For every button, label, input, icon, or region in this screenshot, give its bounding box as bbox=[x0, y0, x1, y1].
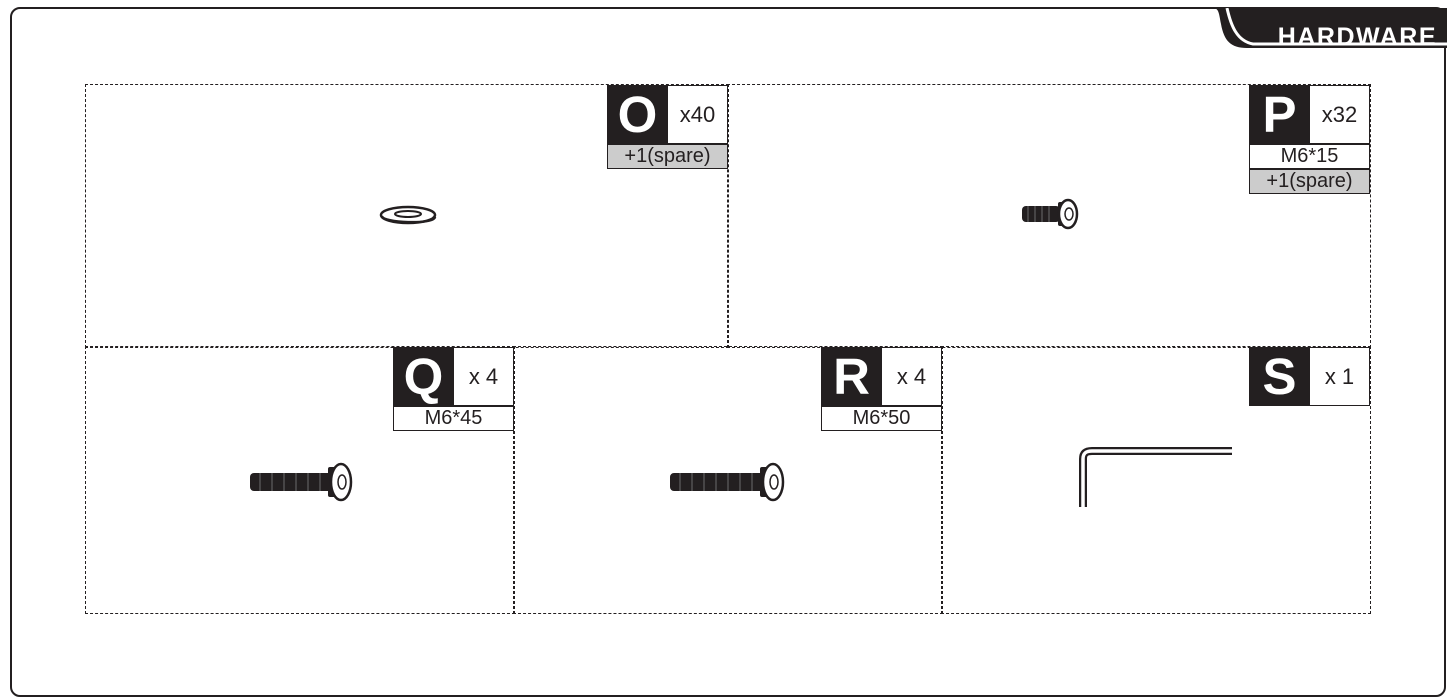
spare-note: +1(spare) bbox=[1249, 169, 1370, 194]
allen-key-icon bbox=[1079, 447, 1232, 507]
part-cell-o: O x40 +1(spare) bbox=[85, 84, 729, 348]
part-cell-r: R x 4 M6*50 bbox=[513, 346, 943, 614]
washer-icon bbox=[379, 205, 437, 225]
size-label: M6*15 bbox=[1249, 144, 1370, 169]
part-letter: S bbox=[1249, 347, 1310, 406]
part-letter: O bbox=[607, 85, 668, 144]
part-letter: R bbox=[821, 347, 882, 406]
short-bolt-icon bbox=[1022, 198, 1079, 230]
part-badge-p: P x32 M6*15 +1(spare) bbox=[1249, 85, 1370, 194]
spare-note: +1(spare) bbox=[607, 144, 728, 169]
part-letter: Q bbox=[393, 347, 454, 406]
part-badge-s: S x 1 bbox=[1249, 347, 1370, 406]
hardware-title: HARDWARE bbox=[1277, 23, 1437, 51]
hardware-tab-shape bbox=[1213, 7, 1447, 48]
part-quantity: x40 bbox=[668, 85, 728, 144]
part-badge-q: Q x 4 M6*45 bbox=[393, 347, 514, 431]
part-cell-p: P x32 M6*15 +1(spare) bbox=[727, 84, 1371, 348]
part-letter: P bbox=[1249, 85, 1310, 144]
bolt-icon bbox=[250, 462, 353, 502]
size-label: M6*50 bbox=[821, 406, 942, 431]
hardware-tab: HARDWARE bbox=[1207, 7, 1447, 58]
part-quantity: x32 bbox=[1310, 85, 1370, 144]
part-quantity: x 4 bbox=[882, 347, 942, 406]
part-cell-q: Q x 4 M6*45 bbox=[85, 346, 515, 614]
part-quantity: x 4 bbox=[454, 347, 514, 406]
long-bolt-icon bbox=[670, 462, 785, 502]
part-badge-o: O x40 +1(spare) bbox=[607, 85, 728, 169]
size-label: M6*45 bbox=[393, 406, 514, 431]
part-quantity: x 1 bbox=[1310, 347, 1370, 406]
part-cell-s: S x 1 bbox=[941, 346, 1371, 614]
part-badge-r: R x 4 M6*50 bbox=[821, 347, 942, 431]
